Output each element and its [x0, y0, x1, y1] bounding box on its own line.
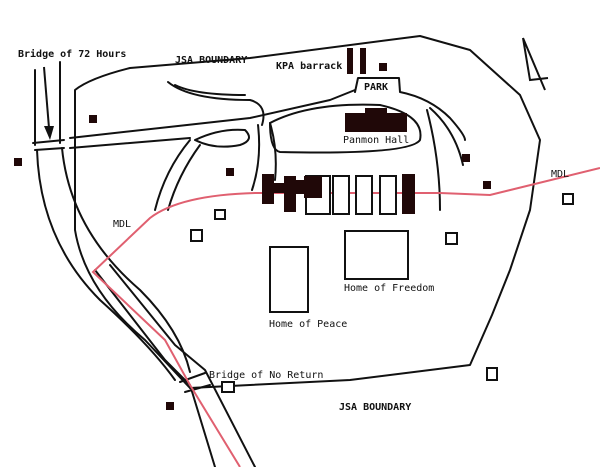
- down-arrow-icon: [43, 66, 54, 140]
- bridge-no-return-top: [179, 372, 206, 383]
- label-mdl-left: MDL: [113, 219, 132, 230]
- label-jsa-boundary-top: JSA BOUNDARY: [175, 55, 248, 66]
- road-west-inner: [61, 147, 191, 373]
- hollow-sq-3: [445, 232, 458, 245]
- road-right-v: [426, 109, 441, 211]
- north-arrow-icon: [522, 37, 549, 91]
- sq-east-1: [462, 154, 470, 162]
- sq-west-2: [14, 158, 22, 166]
- hollow-sq-6: [221, 381, 235, 393]
- conf-solid-6: [402, 174, 415, 214]
- road-loop: [194, 128, 250, 148]
- boundary-west: [74, 144, 191, 389]
- road-72-upper: [69, 89, 356, 139]
- bridge-72-top: [32, 139, 65, 144]
- hollow-sq-4: [562, 193, 574, 205]
- bridge-no-return-bottom: [184, 384, 211, 393]
- kpa-barrack-2: [360, 48, 366, 74]
- jsa-boundary-line: [74, 35, 541, 389]
- conf-hollow-3: [379, 175, 397, 215]
- conf-solid-4: [296, 180, 304, 194]
- sq-south-1: [166, 402, 174, 410]
- road-72-lower: [69, 137, 191, 149]
- label-bridge-72: Bridge of 72 Hours: [18, 49, 127, 60]
- label-park: PARK: [364, 82, 389, 93]
- conf-hollow-4: [332, 175, 350, 215]
- road-center-left-2: [167, 144, 201, 211]
- label-panmon-hall: Panmon Hall: [343, 135, 410, 146]
- sq-center-1: [226, 168, 234, 176]
- hollow-sq-5: [486, 367, 498, 381]
- conf-solid-5b: [304, 176, 322, 198]
- hollow-sq-2: [190, 229, 203, 242]
- road-center-left: [154, 139, 191, 211]
- home-of-freedom-building: [344, 230, 409, 280]
- road-north-curve: [167, 81, 265, 126]
- conf-solid-3: [284, 176, 296, 212]
- kpa-barrack-1: [347, 48, 353, 74]
- home-of-peace-building: [269, 246, 309, 313]
- conf-solid-1: [262, 174, 274, 204]
- bridge-no-return-road-left: [94, 269, 216, 467]
- label-home-of-peace: Home of Peace: [269, 319, 348, 330]
- road-west-outer: [36, 149, 176, 381]
- label-jsa-boundary-bottom: JSA BOUNDARY: [339, 402, 412, 413]
- road-north-curve-2: [174, 84, 246, 96]
- road-center-v2: [269, 122, 277, 181]
- park-box: [354, 77, 466, 141]
- panmon-hall-building: [345, 108, 407, 132]
- conf-hollow-2: [355, 175, 373, 215]
- hollow-sq-1: [214, 209, 226, 220]
- bridge-72-bottom: [34, 147, 65, 151]
- label-mdl-right: MDL: [551, 169, 570, 180]
- label-home-of-freedom: Home of Freedom: [344, 283, 435, 294]
- conf-solid-2: [274, 183, 284, 193]
- label-kpa-barrack: KPA barrack: [276, 61, 343, 72]
- sq-west-1: [89, 115, 97, 123]
- bridge-no-return-road-right: [109, 264, 256, 467]
- park-road-right: [429, 107, 464, 166]
- label-bridge-of-no-return: Bridge of No Return: [209, 370, 324, 381]
- panmon-loop: [269, 103, 422, 154]
- kpa-barrack-3: [379, 63, 387, 71]
- road-center-v1: [251, 124, 261, 191]
- sq-east-2: [483, 181, 491, 189]
